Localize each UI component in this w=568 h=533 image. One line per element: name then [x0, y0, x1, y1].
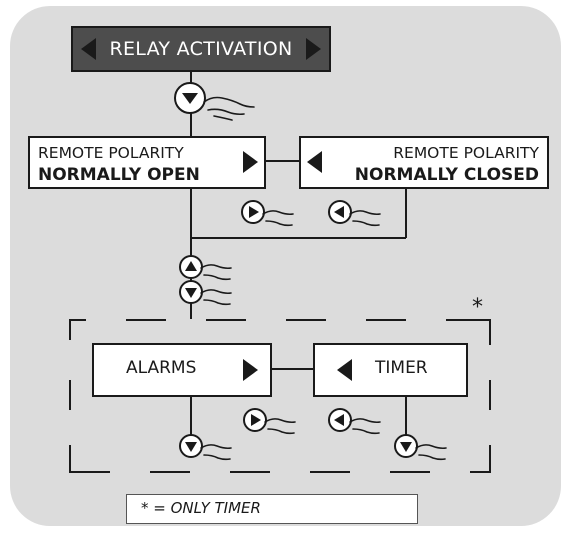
pointing-hand-icon	[349, 210, 381, 227]
down-button-icon	[179, 434, 203, 458]
legend-note: * = ONLY TIMER	[126, 494, 418, 524]
pointing-hand-icon	[203, 96, 255, 121]
alarms-box: ALARMS	[92, 343, 272, 397]
right-arrow-icon	[306, 38, 321, 60]
timer-box: TIMER	[313, 343, 468, 397]
relay-activation-box: RELAY ACTIVATION	[71, 26, 331, 72]
up-button-icon	[179, 255, 203, 279]
pointing-hand-icon	[415, 444, 447, 461]
right-button-icon	[241, 200, 265, 224]
pointing-hand-icon	[200, 264, 232, 281]
right-arrow-icon	[243, 151, 258, 173]
remote-polarity-open-value: NORMALLY OPEN	[38, 165, 200, 185]
left-button-icon	[328, 200, 352, 224]
down-button-icon	[174, 82, 206, 114]
pointing-hand-icon	[349, 418, 381, 435]
remote-polarity-open-title: REMOTE POLARITY	[38, 144, 184, 162]
pointing-hand-icon	[200, 289, 232, 306]
pointing-hand-icon	[264, 418, 296, 435]
remote-polarity-closed-value: NORMALLY CLOSED	[354, 165, 539, 185]
down-button-icon	[179, 280, 203, 304]
left-button-icon	[328, 408, 352, 432]
left-arrow-icon	[81, 38, 96, 60]
diagram-panel	[10, 6, 561, 526]
legend-star: *	[141, 499, 149, 517]
down-button-icon	[394, 434, 418, 458]
timer-only-frame	[69, 319, 491, 473]
remote-polarity-closed-box: REMOTE POLARITY NORMALLY CLOSED	[299, 136, 549, 189]
legend-text: = ONLY TIMER	[153, 499, 261, 517]
optional-marker: *	[472, 295, 483, 320]
left-arrow-icon	[307, 151, 322, 173]
remote-polarity-open-box: REMOTE POLARITY NORMALLY OPEN	[28, 136, 266, 189]
right-arrow-icon	[243, 359, 258, 381]
alarms-label: ALARMS	[126, 358, 197, 378]
timer-label: TIMER	[375, 358, 428, 378]
left-arrow-icon	[337, 359, 352, 381]
right-button-icon	[243, 408, 267, 432]
pointing-hand-icon	[200, 444, 232, 461]
pointing-hand-icon	[262, 210, 294, 227]
remote-polarity-closed-title: REMOTE POLARITY	[393, 144, 539, 162]
relay-activation-label: RELAY ACTIVATION	[109, 38, 293, 60]
